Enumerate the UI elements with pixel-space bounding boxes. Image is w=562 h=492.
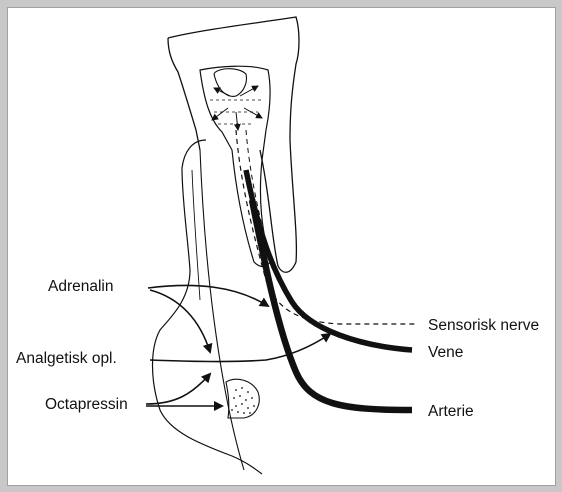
tooth-crown-outline: [168, 17, 299, 272]
octapressin-label: Octapressin: [45, 396, 128, 414]
analgetisk-arrow: [150, 334, 330, 362]
tooth-crown-left-outline: [168, 38, 200, 150]
deposit-dots: [231, 387, 255, 414]
gingiva-inner-line: [192, 170, 200, 300]
octapressin-arrow-up: [146, 374, 210, 404]
pulp-horn: [214, 69, 247, 97]
vein-label: Vene: [428, 344, 463, 362]
pulp-arrow-4: [244, 108, 262, 118]
artery-vessel: [252, 200, 412, 410]
pulp-arrow-1: [214, 88, 230, 96]
artery-label: Arterie: [428, 403, 474, 421]
pulp-arrow-3: [212, 108, 228, 120]
analgetisk-label: Analgetisk opl.: [16, 350, 117, 368]
adrenalin-label: Adrenalin: [48, 278, 114, 296]
pulp-arrow-5: [236, 112, 238, 130]
alveolar-bone-line: [200, 150, 244, 470]
gingiva-outline: [153, 140, 263, 474]
adrenalin-arrow-to-bone: [150, 290, 210, 352]
anesthetic-deposit: [226, 379, 259, 418]
sensory-nerve-label: Sensorisk nerve: [428, 317, 539, 335]
